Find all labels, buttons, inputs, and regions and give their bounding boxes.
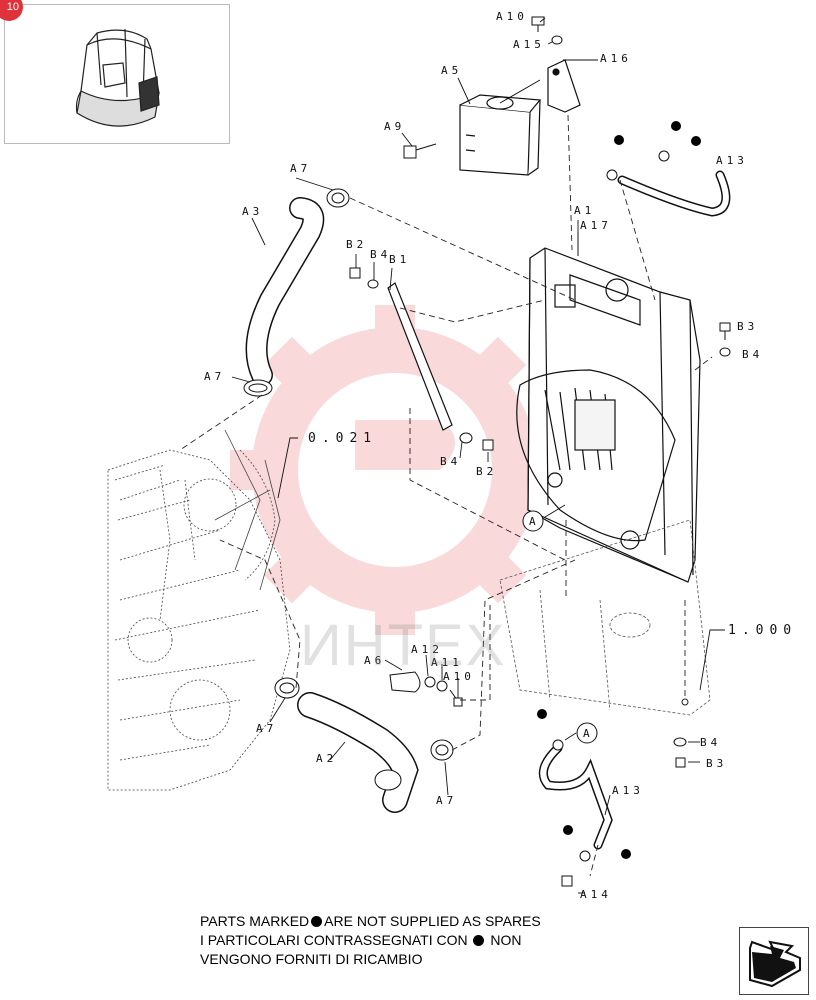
callout-ref-0021: 0.021 <box>308 431 377 446</box>
callout-a5: A5 <box>441 64 462 77</box>
callout-a11: A11 <box>431 656 463 669</box>
engine-block <box>107 449 291 791</box>
callout-a13-top: A13 <box>716 154 748 167</box>
washer-a11 <box>436 680 448 692</box>
callout-circle-bottom <box>576 722 598 744</box>
callout-a13-bottom: A13 <box>612 784 644 797</box>
watermark-text: ИНТЕХ <box>300 613 507 678</box>
washer-a15 <box>551 35 563 45</box>
thumbnail-preview[interactable]: 10 <box>0 0 230 144</box>
bolt-b2-mid <box>482 439 494 451</box>
bolt-b3-bottom <box>675 757 686 768</box>
washer-a12 <box>424 676 436 688</box>
footnote-line-2a: I PARTICOLARI CONTRASSEGNATI CON <box>200 932 468 948</box>
callout-a16: A16 <box>600 52 632 65</box>
next-page-arrow-icon <box>749 940 801 988</box>
watermark-logo <box>230 305 560 635</box>
callout-a6: A6 <box>364 654 385 667</box>
callout-a12: A12 <box>411 643 443 656</box>
callout-circle-mid <box>522 510 544 532</box>
footnote-line-2: I PARTICOLARI CONTRASSEGNATI CON NON <box>200 931 640 950</box>
callout-a15: A15 <box>513 38 545 51</box>
page-badge: 10 <box>0 0 23 21</box>
footnote-line-1a: PARTS MARKED <box>200 913 310 929</box>
callout-labels: A10 A15 A16 A5 A9 A7 A3 A13 A1 A17 B2 B4… <box>204 10 797 901</box>
callout-a7-left: A7 <box>204 370 225 383</box>
callout-a1: A1 <box>574 204 595 217</box>
clamp-a7-bottom-left <box>274 677 300 699</box>
clamp-a7-bottom <box>430 739 454 761</box>
bracket-a6 <box>389 671 421 693</box>
bolt-a10-top <box>531 16 545 32</box>
footnote-line-1: PARTS MARKED ARE NOT SUPPLIED AS SPARES <box>200 912 640 931</box>
bolt-b2-top <box>349 267 361 279</box>
cooling-fan <box>214 429 281 591</box>
bolt-b3-right <box>719 322 731 340</box>
bolt-a9 <box>403 143 437 159</box>
footnote-line-2b: NON <box>490 932 522 948</box>
callout-a2: A2 <box>316 752 337 765</box>
callout-a7-top: A7 <box>290 162 311 175</box>
expansion-tank <box>459 94 542 176</box>
callout-a17: A17 <box>580 219 612 232</box>
callout-a10-top: A10 <box>496 10 528 23</box>
excavator-cab-icon <box>75 28 160 127</box>
washer-b4-right <box>719 347 731 357</box>
callout-b3-bottom: B3 <box>706 757 727 770</box>
callout-b4-right: B4 <box>742 348 763 361</box>
stay-b1 <box>387 282 453 431</box>
callout-b4-top: B4 <box>370 248 391 261</box>
callout-b2-mid: B2 <box>476 465 497 478</box>
bullet-dot-icon <box>311 916 323 927</box>
bullet-dot-icon <box>473 935 485 946</box>
next-page-button[interactable] <box>739 927 809 995</box>
radiator-assembly <box>516 247 701 583</box>
leader-lines <box>179 114 713 877</box>
callout-a7-bottom: A7 <box>436 794 457 807</box>
footnote: PARTS MARKED ARE NOT SUPPLIED AS SPARES I… <box>200 912 640 969</box>
footnote-line-1b: ARE NOT SUPPLIED AS SPARES <box>324 913 541 929</box>
washer-b4-mid <box>459 432 473 444</box>
washer-b4-top <box>367 279 379 289</box>
callout-ref-1000: 1.000 <box>728 623 797 638</box>
callout-leaders <box>231 17 725 894</box>
callout-a10-bottom: A10 <box>443 670 475 683</box>
callout-a3: A3 <box>242 205 263 218</box>
bracket-a16 <box>547 59 581 113</box>
callout-a9: A9 <box>384 120 405 133</box>
callout-b3-right: B3 <box>737 320 758 333</box>
clamp-a7-left <box>243 379 273 397</box>
callout-b1: B1 <box>389 253 410 266</box>
callout-b2-top: B2 <box>346 238 367 251</box>
callout-b4-bottom: B4 <box>700 736 721 749</box>
bolt-a10-bottom <box>449 689 463 707</box>
hose-a13-top <box>617 170 731 217</box>
callout-a-mid: A <box>529 515 536 528</box>
not-supplied-markers <box>537 121 701 859</box>
bolt-a14 <box>561 875 573 887</box>
callout-a14: A14 <box>580 888 612 901</box>
callout-a-bottom: A <box>583 727 590 740</box>
clamp-a7-top <box>326 188 350 208</box>
washer-b4-bottom <box>673 737 687 747</box>
frame-support <box>499 519 711 716</box>
callout-b4-mid: B4 <box>440 455 461 468</box>
footnote-line-3: VENGONO FORNITI DI RICAMBIO <box>200 951 423 967</box>
callout-a7-bottom-left: A7 <box>256 722 277 735</box>
